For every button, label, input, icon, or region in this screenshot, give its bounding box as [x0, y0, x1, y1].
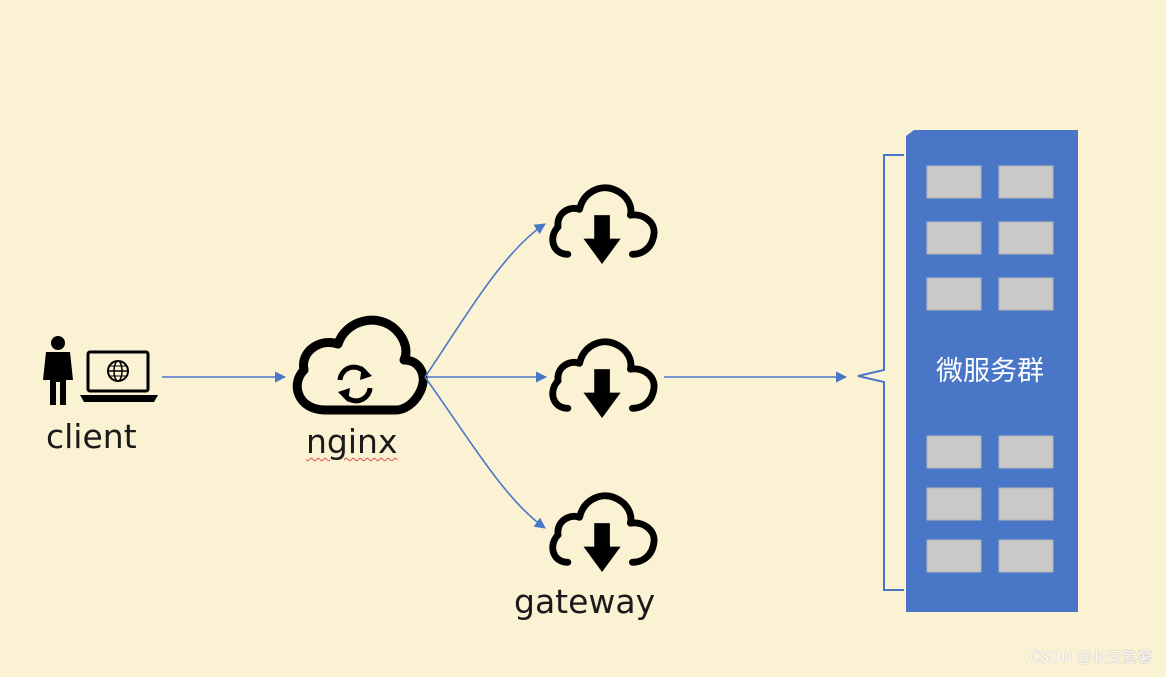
cluster-label: 微服务群 — [936, 356, 1044, 387]
person-body-icon — [43, 352, 73, 405]
gateway-top-cloud-download-icon — [553, 188, 654, 264]
server-slot — [926, 221, 982, 255]
server-slot — [926, 435, 982, 469]
server-slot — [926, 539, 982, 573]
client-icon — [43, 336, 158, 405]
server-slot — [998, 435, 1054, 469]
laptop-screen-icon — [86, 350, 150, 393]
arrow-nginx-to-gateway-top — [424, 223, 546, 378]
gateway-middle-cloud-download-icon — [553, 342, 654, 418]
globe-icon — [107, 360, 129, 382]
server-slot — [998, 487, 1054, 521]
nginx-cloud-icon — [292, 315, 428, 415]
server-slot — [926, 277, 982, 311]
gateway-label: gateway — [514, 582, 656, 621]
server-slot — [998, 539, 1054, 573]
sync-icon — [337, 364, 373, 404]
server-slot — [998, 277, 1054, 311]
watermark: CSDN @长安紫薯 — [1029, 648, 1152, 666]
server-slot — [926, 487, 982, 521]
server-slot — [998, 165, 1054, 199]
person-head-icon — [51, 336, 65, 350]
server-slot — [998, 221, 1054, 255]
gateway-bottom-cloud-download-icon — [553, 496, 654, 572]
microservice-cluster — [906, 130, 1078, 612]
nginx-label: nginx — [306, 422, 398, 461]
cluster-bracket — [857, 154, 904, 591]
client-label: client — [46, 417, 137, 456]
server-slot — [926, 165, 982, 199]
laptop-base-icon — [80, 395, 158, 402]
arrow-nginx-to-gateway-bottom — [424, 376, 546, 529]
